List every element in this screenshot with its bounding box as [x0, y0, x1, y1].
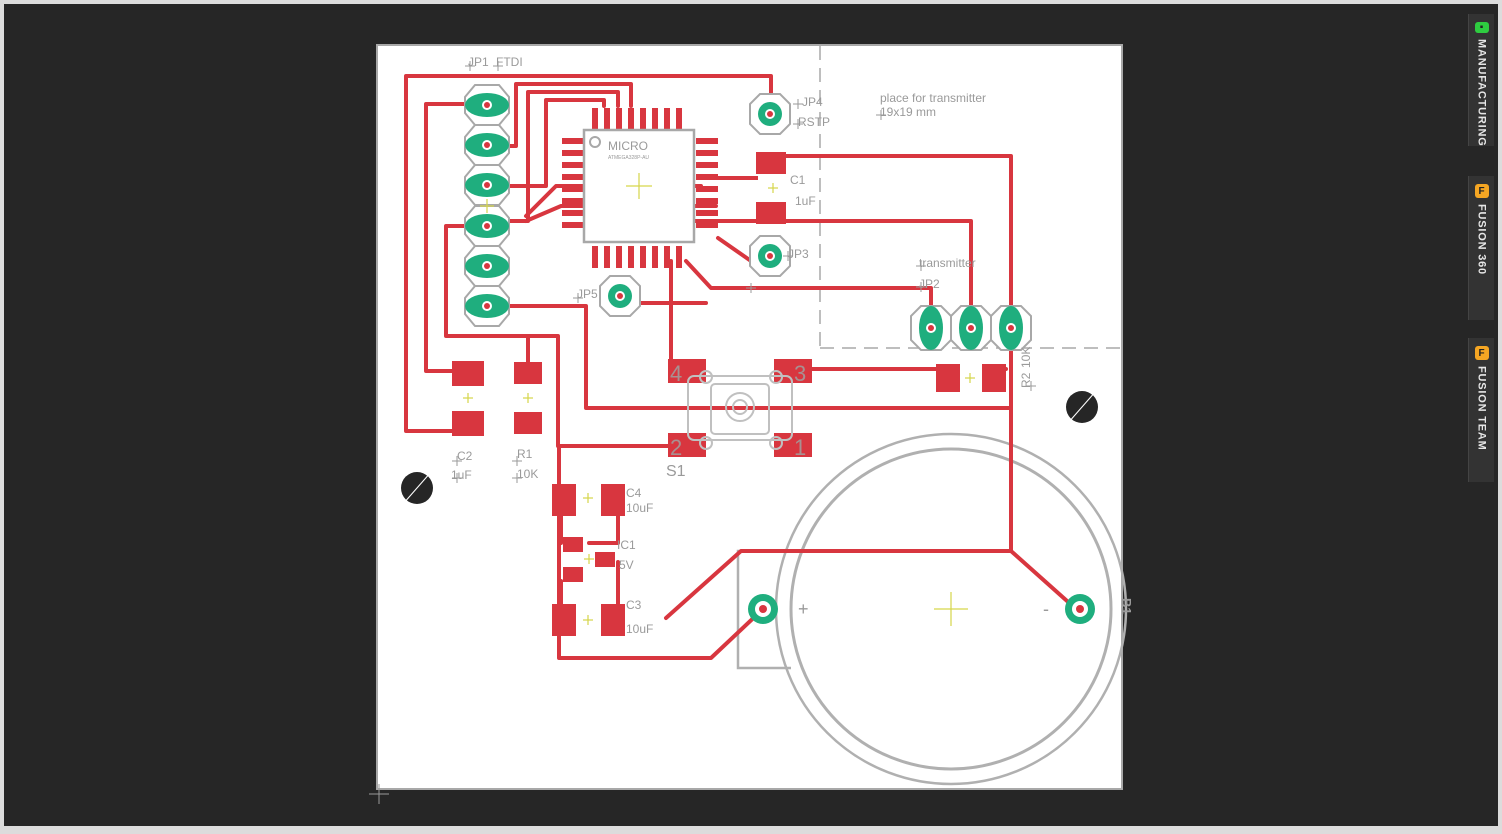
fusion-team-label: FUSION TEAM [1475, 366, 1488, 451]
battery-plus-label: + [798, 599, 809, 619]
r2-pad-2 [982, 364, 1006, 392]
label-battery-ref: B1 [1119, 598, 1134, 615]
label-ic1: IC1 [617, 538, 636, 552]
fusion-team-panel[interactable]: F FUSION TEAM [1468, 338, 1494, 482]
jp3-pad [749, 235, 791, 277]
label-c4: C4 [626, 486, 642, 500]
label-micro-part: ATMEGA328P-AU [608, 155, 649, 161]
manufacturing-panel[interactable]: ▪ MANUFACTURING [1468, 14, 1494, 147]
jp1-header [464, 84, 510, 327]
jp5-pad [599, 275, 641, 317]
label-c3-val: 10uF [626, 622, 653, 636]
s1-pin1-label: 1 [794, 435, 806, 460]
label-c3: C3 [626, 598, 642, 612]
label-note1: place for transmitter [880, 91, 986, 105]
label-micro: MICRO [608, 139, 648, 153]
micro-left-pads [562, 138, 584, 228]
fusion-team-icon: F [1474, 346, 1489, 360]
c3-pad-1 [552, 604, 576, 636]
c3-pad-2 [601, 604, 625, 636]
c1-pad-1 [756, 152, 786, 174]
label-rstp: RSTP [798, 115, 830, 129]
label-ftdi: FTDI [496, 55, 523, 69]
manufacturing-label: MANUFACTURING [1475, 39, 1488, 147]
micro-top-pads [592, 108, 682, 130]
c2-pad-2 [452, 411, 484, 436]
ic1-pad-3 [595, 552, 615, 567]
through-hole-pads [464, 84, 1095, 624]
transmitter-area [819, 46, 1122, 349]
smd-pads [452, 108, 1006, 636]
bottom-scrollbar[interactable] [0, 826, 1502, 834]
label-jp4: JP4 [802, 95, 823, 109]
switch-pin-labels: 4 3 2 1 [670, 361, 806, 460]
battery-pad-minus [1065, 594, 1095, 624]
s1-pin4-label: 4 [670, 361, 682, 386]
r1-pad-2 [514, 412, 542, 434]
label-origin-crosses [369, 61, 1036, 804]
manufacturing-icon: ▪ [1474, 22, 1489, 33]
switch-silk [687, 370, 793, 450]
label-r1-val: 10K [517, 467, 538, 481]
label-transmitter: transmitter [919, 256, 976, 270]
c1-pad-2 [756, 202, 786, 224]
label-ic1-val: 5V [619, 558, 634, 572]
s1-pin2-label: 2 [670, 435, 682, 460]
label-c1-val: 1uF [795, 194, 816, 208]
s1-pin3-label: 3 [794, 361, 806, 386]
label-s1: S1 [666, 463, 686, 480]
label-r2-val: 10K [1019, 347, 1033, 368]
c2-pad-1 [452, 361, 484, 386]
s1-pad-3 [774, 359, 812, 383]
label-jp5: JP5 [577, 287, 598, 301]
silk-labels: JP1 FTDI MICRO ATMEGA328P-AU JP4 RSTP pl… [451, 55, 1134, 636]
label-c2-val: 1uF [451, 468, 472, 482]
c4-pad-1 [552, 484, 576, 516]
battery-minus-label: - [1043, 599, 1049, 619]
micro-bottom-pads [592, 246, 682, 268]
r2-pad-1 [936, 364, 960, 392]
jp4-pad [749, 93, 791, 135]
ic1-pad-2 [563, 567, 583, 582]
micro-pin1-marker [589, 136, 601, 148]
r1-pad-1 [514, 362, 542, 384]
pcb-canvas[interactable]: JP1 FTDI MICRO ATMEGA328P-AU JP4 RSTP pl… [6, 6, 1446, 824]
label-r2: R2 [1019, 372, 1033, 388]
battery-pad-plus [748, 594, 778, 624]
label-jp1: JP1 [468, 55, 489, 69]
fusion-360-icon: F [1474, 184, 1489, 198]
c4-pad-2 [601, 484, 625, 516]
label-note2: 19x19 mm [880, 105, 936, 119]
jp2-header [910, 305, 1032, 351]
label-c2: C2 [457, 449, 473, 463]
battery-polarity: + - [798, 599, 1049, 619]
mounting-holes [401, 390, 1098, 505]
micro-right-pads [696, 138, 718, 228]
fusion-360-label: FUSION 360 [1475, 204, 1488, 275]
s1-pad-1 [774, 433, 812, 457]
label-r1: R1 [517, 447, 533, 461]
pcb-layout[interactable]: JP1 FTDI MICRO ATMEGA328P-AU JP4 RSTP pl… [6, 6, 1446, 824]
fusion-360-panel[interactable]: F FUSION 360 [1468, 176, 1494, 320]
label-c1: C1 [790, 173, 806, 187]
origin-markers [463, 173, 975, 626]
ic1-pad-1 [563, 537, 583, 552]
label-jp2: JP2 [919, 277, 940, 291]
label-c4-val: 10uF [626, 501, 653, 515]
label-jp3: JP3 [788, 247, 809, 261]
